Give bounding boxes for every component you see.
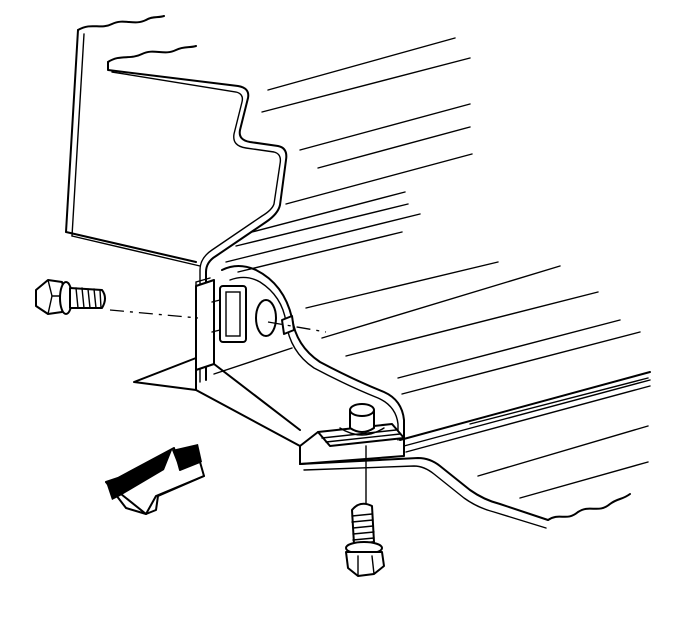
mounting-bracket: [133, 265, 405, 465]
weld-nut: [339, 403, 385, 436]
mounting-bolt-horizontal: [35, 279, 327, 333]
direction-arrow: [105, 444, 205, 515]
mounting-bolt-vertical: [345, 445, 385, 577]
vehicle-body-panel: [65, 15, 651, 529]
